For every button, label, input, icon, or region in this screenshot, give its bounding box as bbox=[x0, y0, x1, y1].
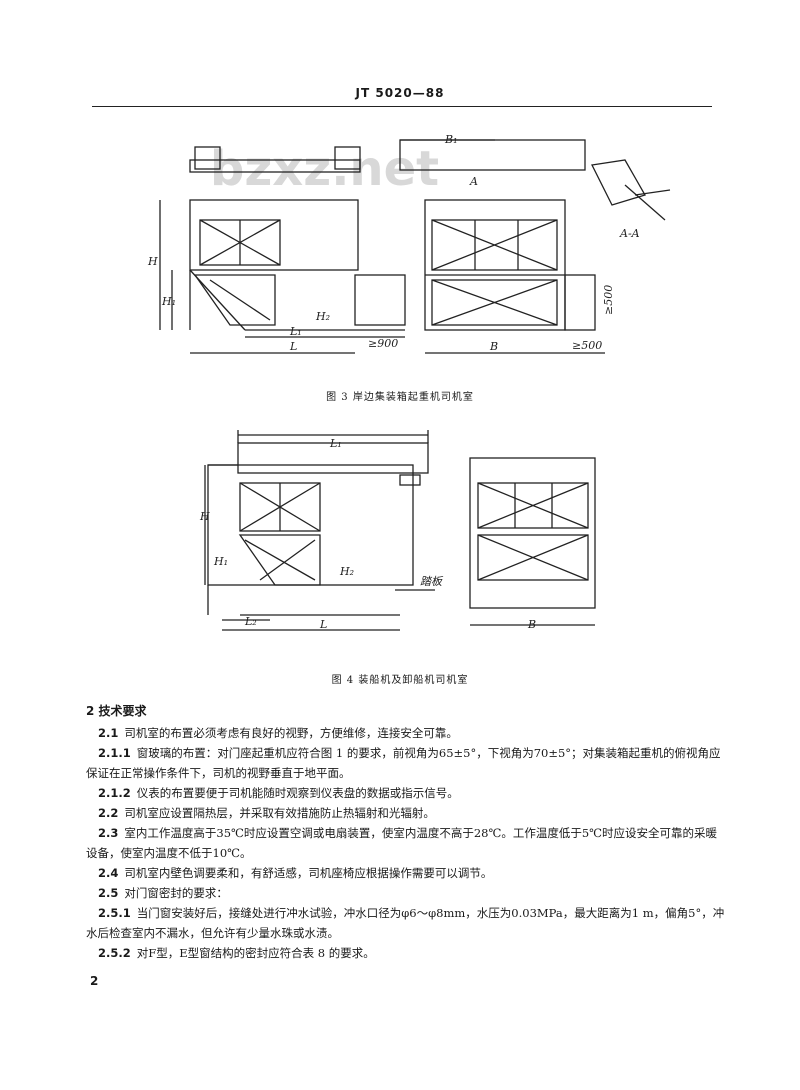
fig3-label-500-vertical: ≥500 bbox=[602, 285, 615, 315]
fig3-label-H: H bbox=[147, 255, 158, 268]
fig4-label-B: B bbox=[527, 618, 536, 631]
fig3-label-H2: H₂ bbox=[315, 310, 330, 323]
fig3-label-L: L bbox=[289, 340, 297, 353]
fig3-label-AA: A-A bbox=[619, 227, 640, 240]
watermark: bzxz.net bbox=[210, 141, 439, 197]
fig3-label-900: ≥900 bbox=[368, 337, 398, 350]
figure-4-drawing: L₁ H H₁ H₂ 踏板 L₂ L B bbox=[199, 430, 596, 631]
figure-3-caption: 图 3 岸边集装箱起重机司机室 bbox=[326, 392, 474, 403]
fig4-label-L2: L₂ bbox=[244, 615, 257, 628]
fig4-label-H2: H₂ bbox=[339, 565, 354, 578]
fig3-label-H1: H₁ bbox=[161, 295, 176, 308]
fig4-label-L: L bbox=[319, 618, 327, 631]
fig3-label-L1: L₁ bbox=[289, 325, 302, 338]
header-rule bbox=[92, 106, 712, 107]
fig3-label-A: A bbox=[469, 175, 478, 188]
figure-3-drawing: bzxz.net H H₁ H₂ L L₁ ≥900 B₁ A B ≥500 ≥… bbox=[147, 133, 671, 354]
fig3-label-500: ≥500 bbox=[572, 339, 602, 352]
page-number: 2 bbox=[90, 974, 99, 988]
section-title: 2 技术要求 bbox=[86, 704, 147, 718]
document-header: JT 5020—88 bbox=[355, 86, 445, 100]
fig3-label-B1: B₁ bbox=[444, 133, 458, 146]
fig4-label-L1: L₁ bbox=[329, 437, 342, 450]
fig4-label-pedal: 踏板 bbox=[420, 575, 444, 588]
fig4-label-H1: H₁ bbox=[213, 555, 228, 568]
fig3-label-B: B bbox=[489, 340, 498, 353]
figure-4-caption: 图 4 装船机及卸船机司机室 bbox=[331, 675, 469, 686]
fig4-label-H: H bbox=[199, 510, 210, 523]
